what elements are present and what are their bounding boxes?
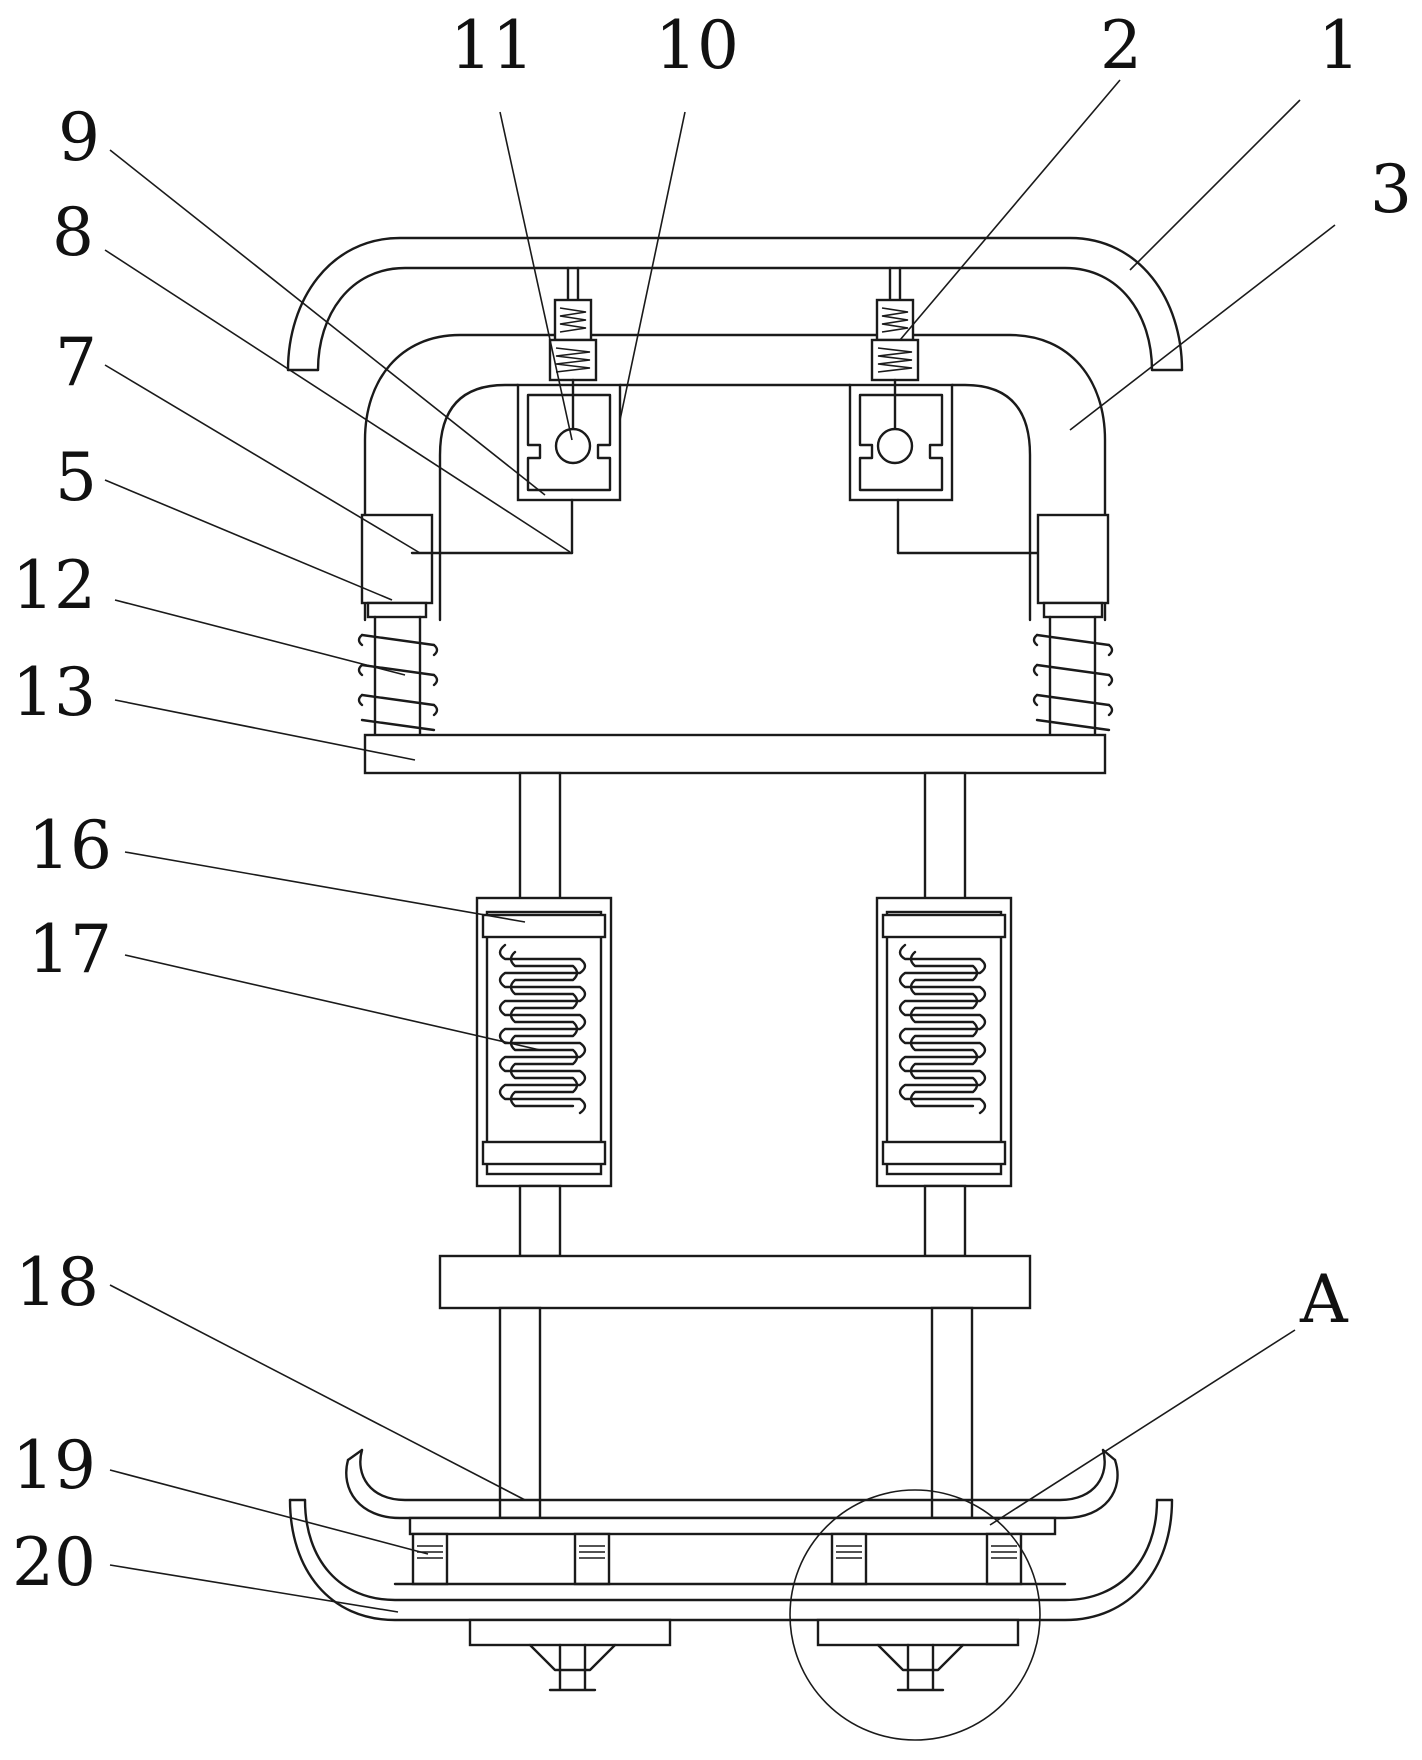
- callout-2: 2: [1100, 7, 1142, 84]
- upper-columns: [520, 773, 965, 903]
- middle-plate: [440, 1256, 1030, 1308]
- callout-8: 8: [52, 194, 94, 271]
- callout-labels: 11 10 2 1 3 9 8 7 5 12 13 16 17 18 19 20…: [12, 7, 1412, 1601]
- top-handle: [288, 238, 1182, 370]
- connecting-rods: [412, 500, 1060, 553]
- clamp-block-right: [850, 380, 952, 500]
- top-spring-right: [872, 300, 918, 380]
- callout-20: 20: [12, 1524, 96, 1601]
- legs: [500, 1308, 972, 1518]
- side-spring-right: [1034, 617, 1112, 735]
- connector-plate: [410, 1518, 1055, 1534]
- sled-upper: [346, 1450, 1117, 1518]
- callout-17: 17: [28, 911, 112, 988]
- lower-columns: [520, 1186, 965, 1256]
- callout-13: 13: [12, 654, 96, 731]
- upper-plate: [365, 735, 1105, 773]
- leader-lines: [105, 80, 1335, 1612]
- callout-19: 19: [12, 1427, 96, 1504]
- side-slider-right: [1038, 515, 1108, 617]
- callout-3: 3: [1370, 151, 1412, 228]
- damper-left: [477, 898, 611, 1186]
- callout-5: 5: [55, 439, 97, 516]
- callout-11: 11: [450, 7, 534, 84]
- u-frame: [365, 335, 1105, 620]
- callout-12: 12: [12, 547, 96, 624]
- callout-a: A: [1299, 1261, 1349, 1338]
- casters: [470, 1620, 1018, 1690]
- small-dampers: [413, 1534, 1021, 1584]
- damper-right: [877, 898, 1011, 1186]
- clamp-block-left: [518, 380, 620, 500]
- callout-1: 1: [1318, 7, 1360, 84]
- callout-7: 7: [55, 324, 97, 401]
- callout-10: 10: [655, 7, 739, 84]
- side-slider-left: [362, 515, 432, 617]
- side-spring-left: [359, 617, 437, 735]
- callout-16: 16: [28, 807, 112, 884]
- callout-18: 18: [15, 1244, 99, 1321]
- callout-9: 9: [58, 99, 100, 176]
